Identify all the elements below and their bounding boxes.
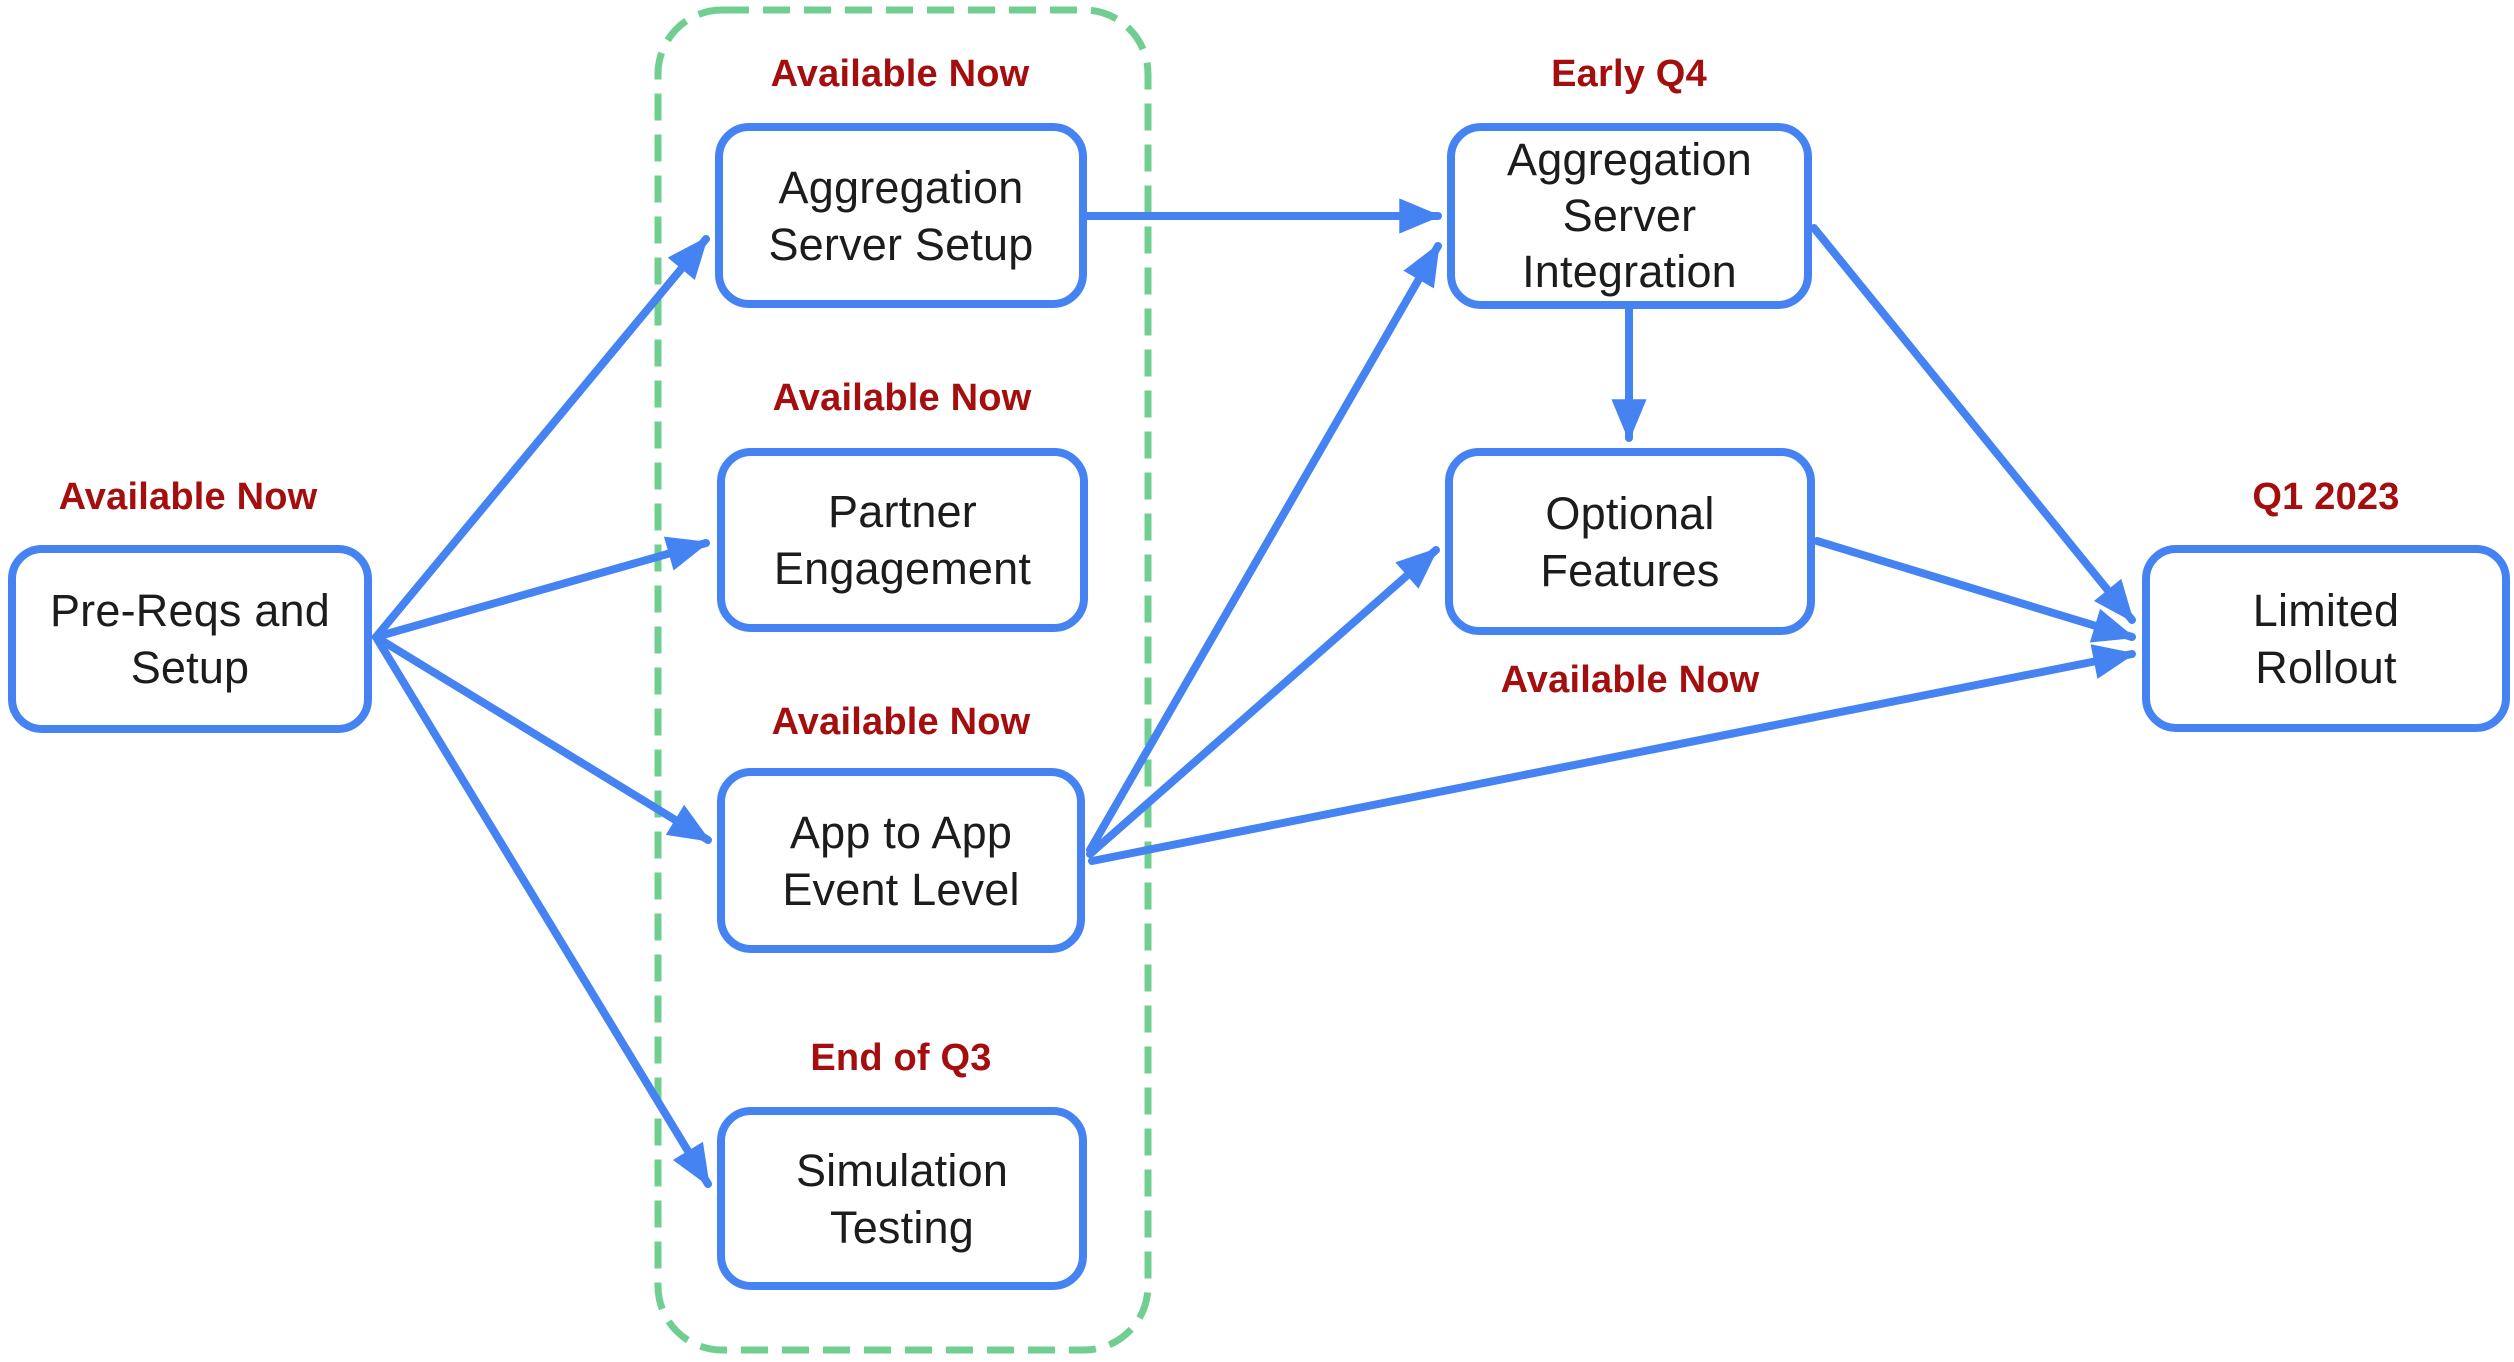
node-optional-features-label: Optional Features	[1540, 487, 1720, 596]
node-partner-engagement-label: Partner Engagement	[773, 486, 1032, 594]
arrow-prereqs-to-app-to-app	[372, 633, 712, 844]
status-partner-engagement: Available Now	[772, 376, 1032, 419]
arrow-app-to-app-to-limited-rollout	[1088, 644, 2136, 865]
node-aggregation-server-integration-label: Aggregation Server Integration	[1507, 134, 1752, 297]
status-optional-features: Available Now	[1500, 658, 1760, 701]
node-aggregation-server-setup: Aggregation Server Setup	[715, 123, 1087, 308]
node-simulation-testing: Simulation Testing	[717, 1107, 1087, 1290]
arrow-prereqs-to-partner-engagement	[372, 536, 710, 641]
node-optional-features: Optional Features	[1445, 448, 1815, 635]
status-limited-rollout: Q1 2023	[2252, 475, 2400, 518]
available-now-group-outline	[654, 6, 1152, 1354]
node-limited-rollout-label: Limited Rollout	[2252, 584, 2400, 693]
status-aggregation-server-integration: Early Q4	[1551, 52, 1707, 95]
status-app-to-app: Available Now	[771, 700, 1031, 743]
arrow-app-to-app-to-optional-features	[1086, 546, 1440, 858]
arrow-prereqs-to-simulation-testing	[372, 633, 712, 1188]
node-prereqs: Pre-Reqs and Setup	[8, 545, 372, 733]
node-limited-rollout: Limited Rollout	[2142, 545, 2510, 732]
node-aggregation-server-integration: Aggregation Server Integration	[1447, 123, 1812, 309]
arrow-optional-features-to-limited-rollout	[1813, 537, 2136, 643]
arrow-prereqs-to-aggregation-server-setup	[372, 235, 710, 641]
status-simulation-testing: End of Q3	[810, 1036, 992, 1079]
node-simulation-testing-label: Simulation Testing	[795, 1144, 1009, 1253]
node-app-to-app-label: App to App Event Level	[782, 806, 1020, 915]
node-aggregation-server-setup-label: Aggregation Server Setup	[768, 161, 1034, 270]
arrow-integration-to-limited-rollout	[1810, 224, 2136, 624]
arrow-app-to-app-to-integration	[1086, 242, 1442, 854]
node-app-to-app: App to App Event Level	[717, 768, 1085, 953]
node-prereqs-label: Pre-Reqs and Setup	[49, 585, 331, 693]
status-prereqs: Available Now	[58, 475, 318, 518]
status-aggregation-server-setup: Available Now	[770, 52, 1030, 95]
node-partner-engagement: Partner Engagement	[717, 448, 1088, 632]
